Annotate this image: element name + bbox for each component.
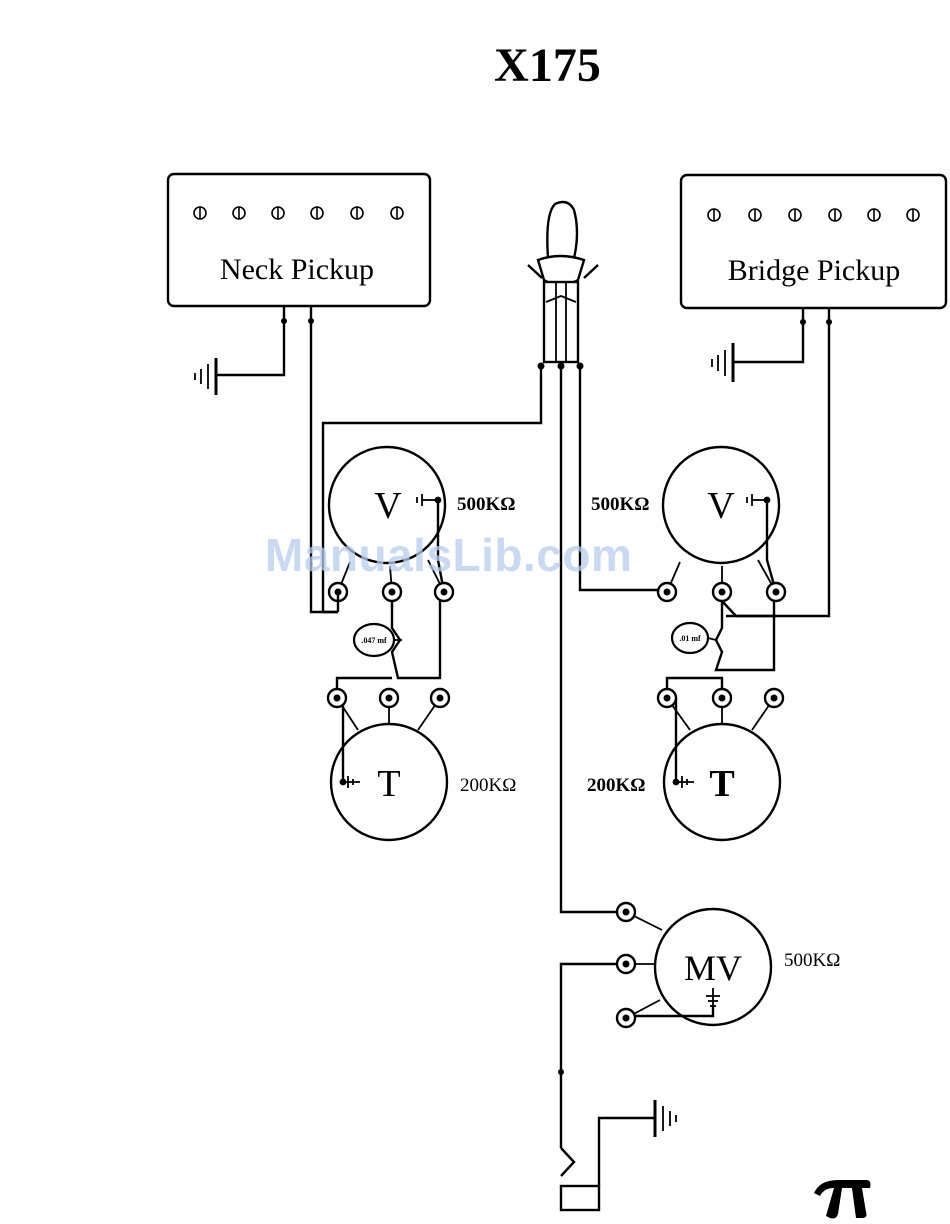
neck-capacitor-label: .047 mf <box>361 636 387 645</box>
master-volume-pot: MV 500KΩ <box>617 903 840 1027</box>
master-output-wire <box>561 964 617 1148</box>
neck-tone-pot: T 200KΩ <box>328 689 516 840</box>
neck-volume-letter: V <box>374 485 402 527</box>
ground-symbol-icon <box>195 358 216 395</box>
bridge-capacitor: .01 mf <box>672 623 716 653</box>
neck-tone-jumper <box>337 678 392 689</box>
neck-capacitor: .047 mf <box>354 624 402 656</box>
bridge-volume-letter: V <box>707 485 735 527</box>
junction-dot <box>558 1069 564 1075</box>
neck-pickup: Neck Pickup <box>168 174 430 306</box>
watermark: ManualsLib.com <box>265 528 632 582</box>
bridge-tone-letter: T <box>709 763 734 805</box>
bridge-tone-pot: T 200KΩ <box>587 689 783 840</box>
neck-volume-value: 500KΩ <box>457 494 516 515</box>
neck-tone-letter: T <box>377 763 400 805</box>
output-jack-icon <box>561 1118 655 1210</box>
switch-output-wire <box>561 366 626 912</box>
ground-symbol-icon <box>712 343 733 382</box>
brand-logo-icon <box>814 1180 871 1219</box>
bridge-tone-wire <box>716 601 774 670</box>
master-volume-value: 500KΩ <box>784 950 840 971</box>
bridge-volume-value: 500KΩ <box>591 494 650 515</box>
neck-tone-value: 200KΩ <box>460 775 516 796</box>
bridge-tone-value: 200KΩ <box>587 775 646 796</box>
bridge-tone-jumper <box>667 678 722 689</box>
bridge-pickup-label: Bridge Pickup <box>728 254 901 287</box>
bridge-cross-wire <box>722 601 776 616</box>
ground-symbol-icon <box>655 1100 676 1137</box>
toggle-switch-icon <box>528 202 598 370</box>
bridge-capacitor-label: .01 mf <box>679 634 701 643</box>
bridge-pickup: Bridge Pickup <box>681 175 946 308</box>
neck-pickup-label: Neck Pickup <box>220 253 374 286</box>
master-volume-letter: MV <box>684 948 742 988</box>
